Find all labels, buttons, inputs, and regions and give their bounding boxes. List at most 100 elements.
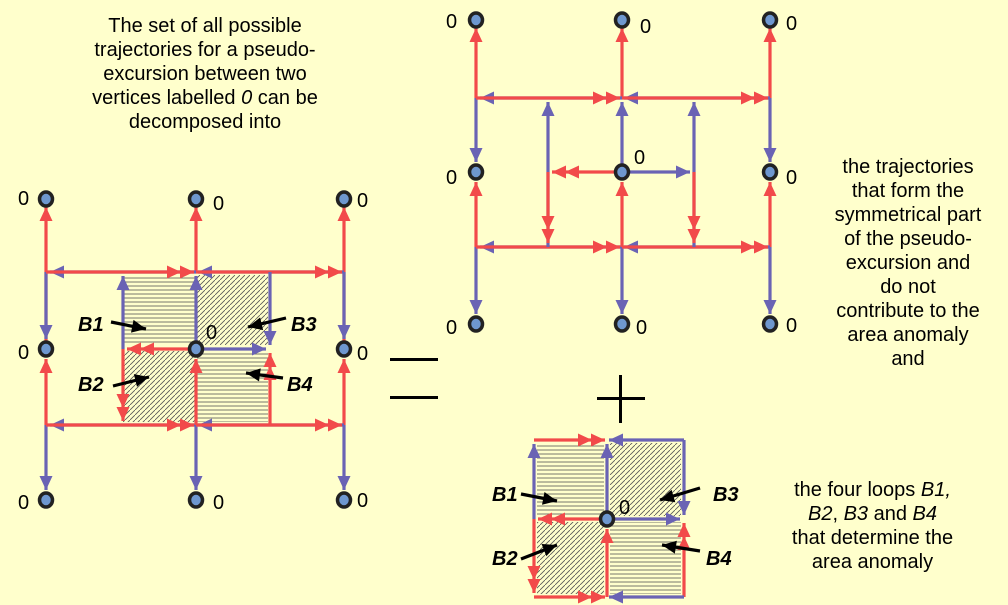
vertex-label: 0 (357, 490, 368, 512)
edge-m1-head (189, 207, 203, 221)
sym-edge-head (763, 28, 777, 42)
vertex-node (467, 11, 485, 29)
edge-r1-head (337, 207, 351, 221)
loop-b1-hatch (123, 275, 195, 345)
loop-b4-hatch (610, 522, 681, 594)
sym-edge-head (763, 148, 777, 162)
vertex-node (613, 163, 631, 181)
sym-edge-head (565, 165, 579, 179)
vertex-node (187, 491, 205, 509)
edge-l3-head (39, 359, 53, 373)
sym-edge-head (469, 182, 483, 196)
sym-line-6: do not (880, 276, 936, 298)
loop-edge-head (538, 512, 552, 526)
loops-and: and (868, 503, 913, 525)
edge-l2-head (39, 325, 53, 339)
intro-line-4: vertices labelled 0 can be (60, 86, 350, 110)
loops-b4: B4 (912, 503, 937, 525)
sym-edge-head (469, 300, 483, 314)
pointer-b1-head (130, 319, 146, 333)
vertex-node (613, 315, 631, 333)
vertex-label: 0 (786, 315, 797, 337)
sym-edge-head (541, 229, 555, 243)
sym-line-3: symmetrical part (834, 204, 982, 226)
sym-line-8: area anomaly (847, 324, 969, 346)
vertex-label: 0 (357, 190, 368, 212)
sym-edge-head (763, 300, 777, 314)
edge-bl2-head (180, 418, 194, 432)
vertex-node (761, 163, 779, 181)
edge-b4-up-head (263, 353, 277, 367)
loop-edge-head (677, 501, 691, 515)
vertex-node (37, 491, 55, 509)
edge-b2-down-head (116, 394, 130, 408)
vertex-label: 0 (18, 492, 29, 514)
loop-b1-hatch (537, 443, 604, 516)
sym-line-1: the trajectories (842, 156, 974, 178)
sym-line-5: excursion and (845, 252, 971, 274)
pointer-b2-head (133, 374, 149, 387)
edge-tu2-head (167, 265, 181, 279)
sym-edge-head (763, 182, 777, 196)
vertex-node (467, 163, 485, 181)
loops-line-3: that determine the (791, 527, 954, 549)
vertex-node (598, 510, 616, 528)
sym-line-2: that form the (851, 180, 965, 202)
edge-tu2-head (180, 265, 194, 279)
equals-sign (390, 358, 438, 399)
vertex-label: 0 (213, 193, 224, 215)
vertex-node (335, 190, 353, 208)
vertex-node (335, 491, 353, 509)
vertex-label: 0 (18, 188, 29, 210)
pointer-b3-head (248, 317, 264, 331)
pointer-b3-head (660, 489, 676, 503)
intro-line-5: decomposed into (128, 111, 282, 133)
vertex-node (761, 11, 779, 29)
vertex-label: 0 (636, 317, 647, 339)
vertex-node (37, 340, 55, 358)
loop-label-b1: B1 (78, 314, 104, 336)
loop-label-b3: B3 (713, 484, 739, 506)
loop-edge-head (609, 590, 623, 604)
edge-b1-up-head (116, 276, 130, 290)
sym-edge-head (676, 165, 690, 179)
loop-label-b4: B4 (706, 548, 732, 570)
sym-edge-head (615, 28, 629, 42)
loop-edge-head (591, 590, 605, 604)
loop-edge-head (591, 433, 605, 447)
pointer-b2-head (541, 544, 557, 557)
sym-edge-head (541, 216, 555, 230)
edge-tu4-head (328, 265, 342, 279)
loops-b3: B3 (843, 503, 869, 525)
loops-line-1: the four loops B1, (760, 478, 985, 502)
vertex-label: 0 (18, 342, 29, 364)
edge-l4-head (39, 476, 53, 490)
loop-edge-head (527, 444, 541, 458)
sym-edge-head (741, 240, 755, 254)
loop-label-b1: B1 (492, 484, 518, 506)
vertex-label: 0 (786, 13, 797, 35)
loop-edge-head (609, 433, 623, 447)
sym-edge-head (615, 102, 629, 116)
sym-edge-head (469, 28, 483, 42)
sym-edge-head (615, 300, 629, 314)
edge-l1-head (39, 207, 53, 221)
intro-line-1: The set of all possible (108, 15, 302, 37)
edge-mid-right-head (252, 342, 266, 356)
edge-bl2-head (167, 418, 181, 432)
vertex-label: 0 (213, 492, 224, 514)
sym-line-4: of the pseudo- (844, 228, 972, 250)
pointer-b4-head (246, 368, 261, 382)
sym-edge-head (606, 240, 620, 254)
sym-edge-head (606, 91, 620, 105)
vertex-label: 0 (446, 167, 457, 189)
sym-edge-head (552, 165, 566, 179)
symmetric-part-text: the trajectories that form the symmetric… (818, 155, 998, 371)
vertex-node (761, 315, 779, 333)
intro-can-be: can be (252, 87, 318, 109)
vertex-node (335, 340, 353, 358)
